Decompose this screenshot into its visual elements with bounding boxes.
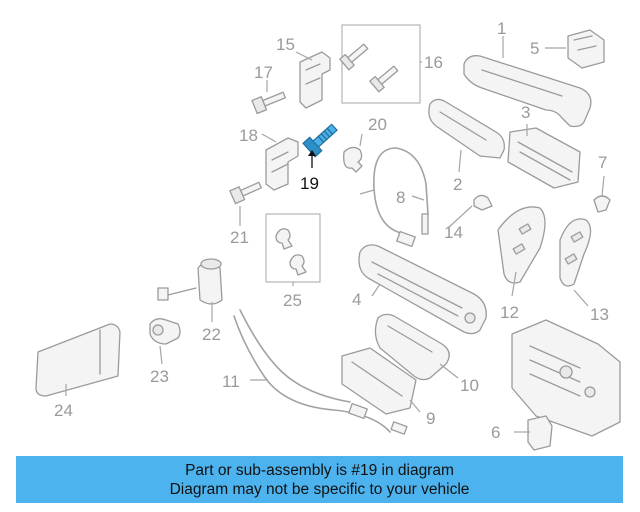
callout-5: 5 xyxy=(530,39,539,58)
callout-21: 21 xyxy=(230,228,249,247)
part-20-clip xyxy=(343,146,363,173)
part-12-pad xyxy=(497,206,546,284)
part-5-end-cap xyxy=(567,29,605,69)
callout-16: 16 xyxy=(424,53,443,72)
part-19-bolt-highlighted xyxy=(302,123,338,158)
callout-24: 24 xyxy=(54,401,73,420)
part-8-cable xyxy=(373,147,429,248)
part-15-bracket xyxy=(299,51,331,109)
callout-9: 9 xyxy=(426,409,435,428)
callout-20: 20 xyxy=(368,115,387,134)
callout-15: 15 xyxy=(276,35,295,54)
callout-22: 22 xyxy=(202,325,221,344)
part-23-bushing xyxy=(149,318,181,345)
callout-17: 17 xyxy=(254,63,273,82)
callout-25: 25 xyxy=(283,291,302,310)
latch-assembly xyxy=(511,319,621,437)
callout-19-highlighted: 19 xyxy=(300,174,319,193)
callout-4: 4 xyxy=(352,290,361,309)
part-17-bolt xyxy=(251,91,287,115)
callout-7: 7 xyxy=(598,153,607,172)
callout-6: 6 xyxy=(491,423,500,442)
leader-19 xyxy=(308,150,316,168)
leader-lines xyxy=(65,36,605,433)
part-2-bezel xyxy=(428,98,505,159)
part-13-pad xyxy=(559,218,592,287)
part-3-gasket xyxy=(507,127,581,189)
callout-10: 10 xyxy=(460,376,479,395)
part-11-cable xyxy=(233,309,408,435)
part-9-inner-bezel xyxy=(341,347,417,415)
part-14-clip xyxy=(473,194,493,211)
part-1-outside-handle xyxy=(463,55,592,128)
banner-line-1: Part or sub-assembly is #19 in diagram xyxy=(185,461,454,479)
callout-2: 2 xyxy=(453,175,462,194)
callout-11: 11 xyxy=(222,372,240,391)
callout-14: 14 xyxy=(444,223,463,242)
callout-numbers: 1 2 3 4 5 6 7 8 9 10 11 12 13 14 15 16 1… xyxy=(54,19,609,442)
part-6-connector xyxy=(527,415,553,451)
callout-13: 13 xyxy=(590,305,609,324)
banner-line-2: Diagram may not be specific to your vehi… xyxy=(169,480,470,498)
part-16-bolt-set xyxy=(339,24,421,104)
callout-8: 8 xyxy=(396,188,405,207)
callout-18: 18 xyxy=(239,126,258,145)
callout-23: 23 xyxy=(150,367,169,386)
part-4-handle-frame xyxy=(358,244,487,335)
callout-12: 12 xyxy=(500,303,519,322)
part-24-cover xyxy=(35,323,121,397)
part-25-fastener-set xyxy=(265,213,321,283)
part-18-bracket xyxy=(265,137,299,191)
callout-1: 1 xyxy=(497,19,506,38)
info-banner: Part or sub-assembly is #19 in diagram D… xyxy=(16,456,623,503)
part-22-door-check xyxy=(157,258,223,305)
part-10-inner-handle xyxy=(374,313,450,381)
part-7-plug xyxy=(593,195,611,213)
callout-3: 3 xyxy=(521,103,530,122)
part-21-bolt xyxy=(229,181,262,205)
